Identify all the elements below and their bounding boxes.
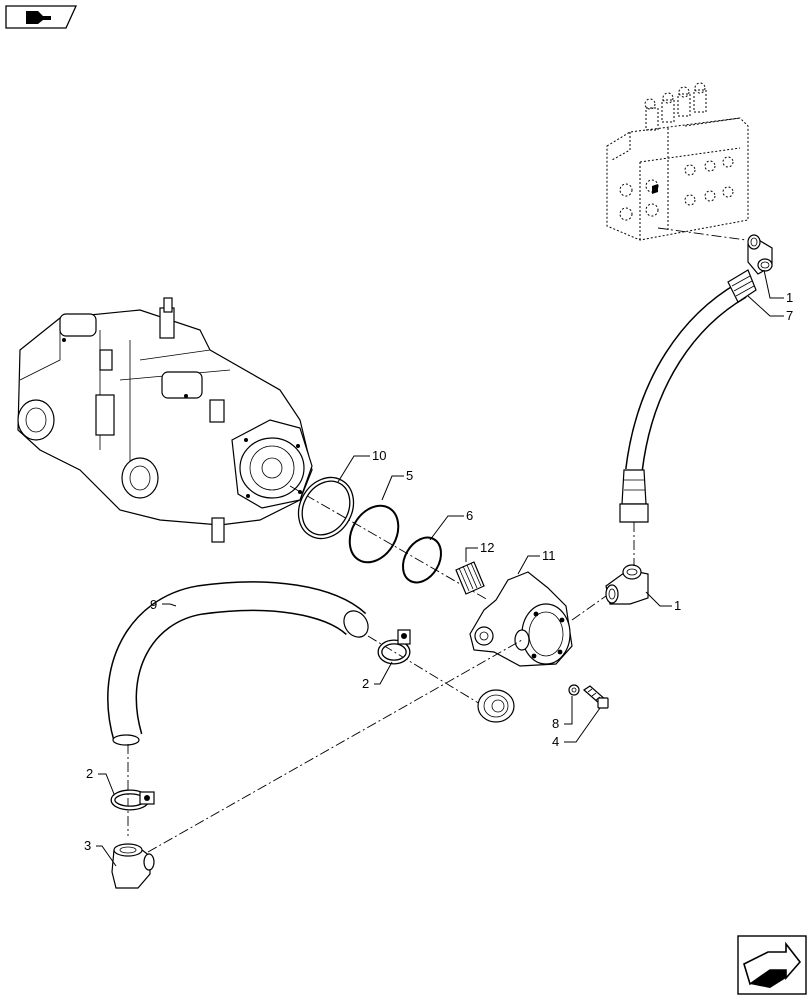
- seal-ring: [297, 476, 355, 540]
- elbow-fitting-mid: [605, 564, 649, 605]
- book-arrow-icon[interactable]: [5, 5, 78, 29]
- gear-pump: [469, 571, 573, 667]
- leader-lines: [96, 269, 784, 867]
- o-ring-small: [402, 536, 442, 584]
- elbow-fitting-low: [111, 843, 155, 889]
- port-fitting: [477, 689, 515, 723]
- callout-3: 3: [84, 838, 91, 853]
- washer: [568, 684, 580, 696]
- callout-5: 5: [406, 468, 413, 483]
- callout-4: 4: [552, 734, 559, 749]
- hydrostatic-pump: [17, 297, 313, 543]
- callout-12: 12: [480, 540, 494, 555]
- hose-assembly: [619, 269, 757, 523]
- o-ring-large: [348, 504, 400, 564]
- callout-1-top: 1: [786, 290, 793, 305]
- elbow-fitting-top: [747, 234, 773, 275]
- center-line-valve: [657, 227, 747, 241]
- callout-1-mid: 1: [674, 598, 681, 613]
- next-page-arrow-icon[interactable]: [737, 935, 807, 995]
- callout-labels: 1 7 10 5 6 12 11 9 1 2 8 4 2 3: [84, 290, 793, 853]
- callout-7: 7: [786, 308, 793, 323]
- control-valve-phantom: [606, 82, 749, 241]
- callout-11: 11: [542, 548, 556, 563]
- callout-6: 6: [466, 508, 473, 523]
- bolt: [583, 685, 609, 709]
- center-line-motor-elbow: [571, 595, 607, 621]
- callout-10: 10: [372, 448, 386, 463]
- suction-hose: [107, 581, 369, 746]
- hose-clamp-lower: [110, 789, 155, 811]
- callout-9: 9: [150, 597, 157, 612]
- center-line-pump-motor: [289, 485, 489, 601]
- callout-2-low: 2: [86, 766, 93, 781]
- center-line-fitting-motor: [147, 639, 523, 853]
- callout-8: 8: [552, 716, 559, 731]
- hose-clamp-upper: [377, 629, 411, 665]
- callout-2-mid: 2: [362, 676, 369, 691]
- center-line-clamp-fitting: [367, 635, 491, 711]
- coupling-sleeve: [455, 561, 485, 595]
